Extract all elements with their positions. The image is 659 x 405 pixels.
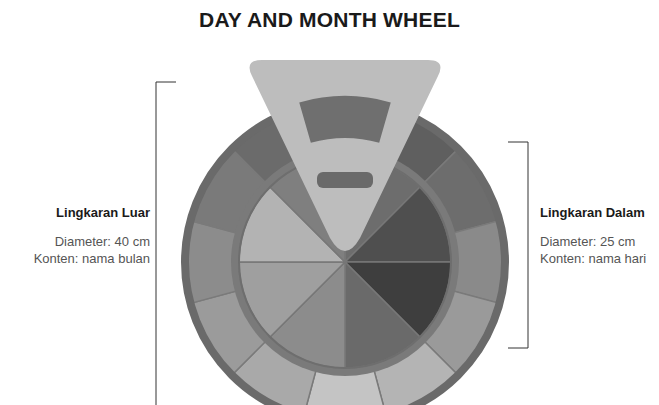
pointer xyxy=(250,60,441,251)
circle-spec: Diameter: 25 cm xyxy=(540,233,646,250)
outer-bracket xyxy=(156,82,176,405)
circle-spec: Diameter: 40 cm xyxy=(34,233,150,250)
wheel-segment xyxy=(239,262,345,337)
inner-ring xyxy=(231,148,459,376)
pointer-slot xyxy=(317,172,373,188)
circle-name: Lingkaran Dalam xyxy=(540,205,646,220)
diagram-title: DAY AND MONTH WHEEL xyxy=(0,8,659,32)
inner-bracket xyxy=(508,142,528,348)
circle-name: Lingkaran Luar xyxy=(34,205,150,220)
circle-spec: Konten: nama hari xyxy=(540,250,646,267)
circle-spec: Konten: nama bulan xyxy=(34,250,150,267)
inner-edge xyxy=(239,156,451,368)
wheel-segment xyxy=(345,262,420,368)
pointer-window xyxy=(299,96,391,143)
